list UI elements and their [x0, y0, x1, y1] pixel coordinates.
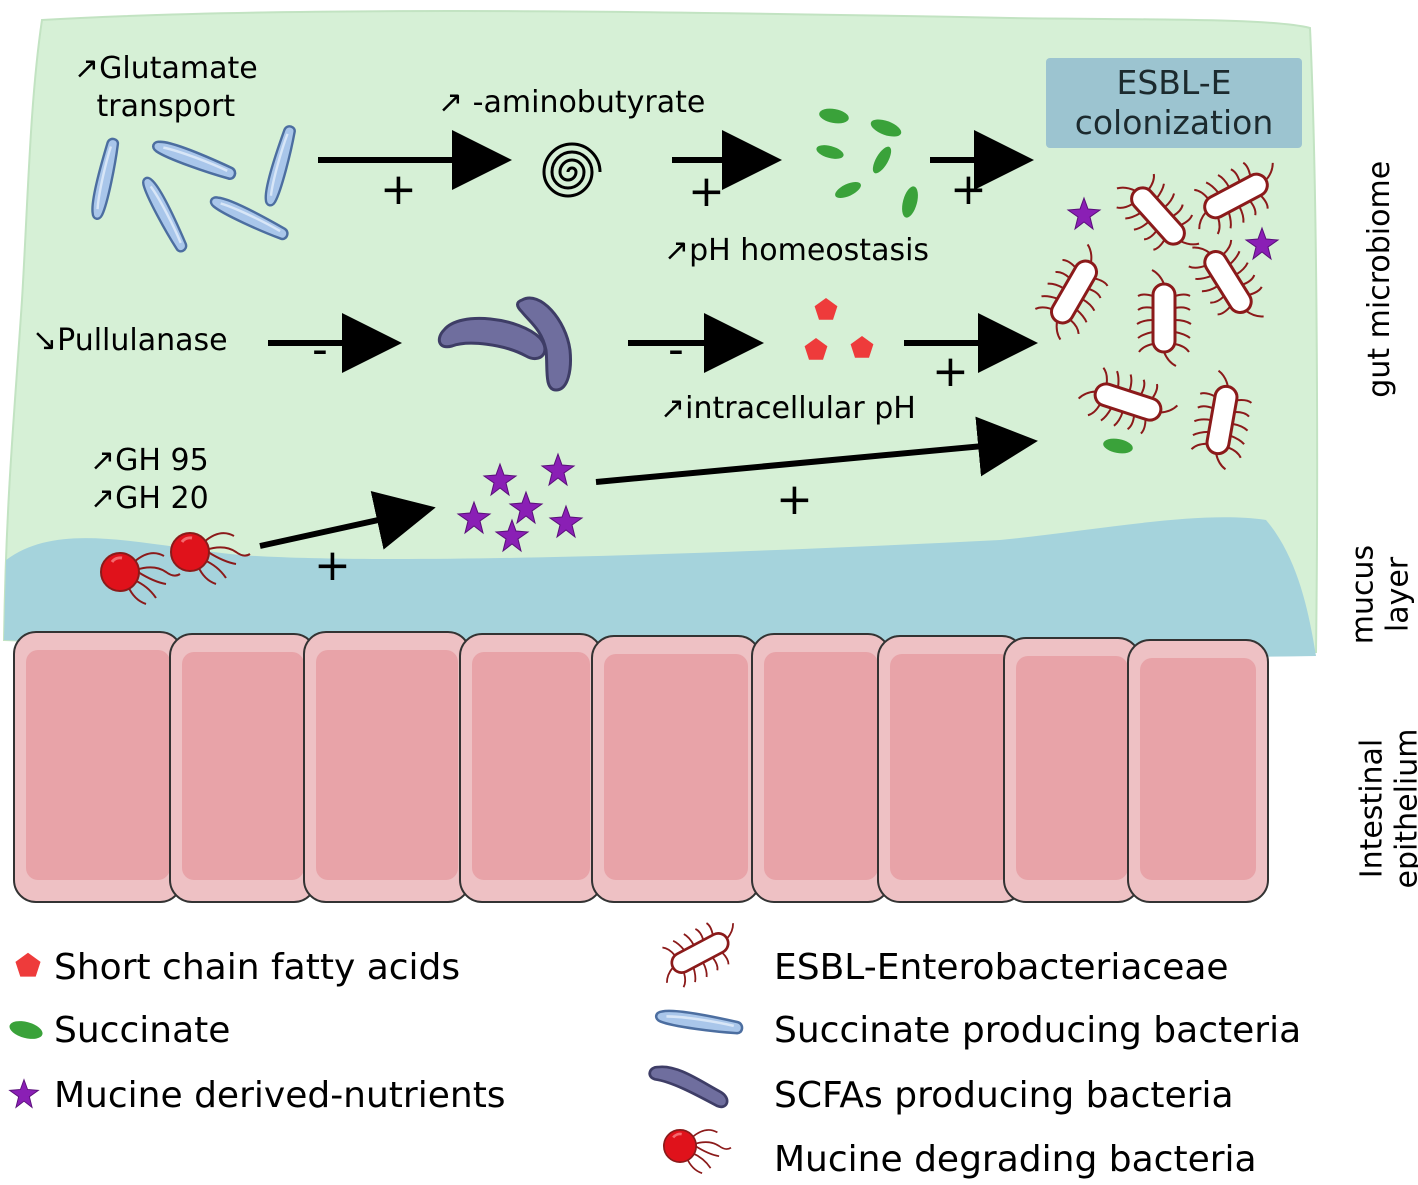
mucus-layer-side-label: mucus layer — [1345, 540, 1416, 650]
gh95-label: ↗GH 95 — [90, 443, 209, 478]
epithelium-side-label: Intestinal epithelium — [1354, 719, 1418, 899]
legend-succinate-label: Succinate — [54, 1010, 231, 1051]
sign-scfa-esbl: + — [932, 346, 969, 397]
epithelium-line1: Intestinal — [1354, 738, 1390, 879]
sign-degrader-nutrients: + — [314, 540, 351, 591]
glutamate-line1: ↗Glutamate — [74, 51, 258, 86]
succinate-cluster — [816, 108, 918, 218]
ph-homeostasis-label: ↗pH homeostasis — [664, 233, 930, 268]
gh20-label: ↗GH 20 — [90, 481, 209, 516]
arrow-degrader-nutrients — [259, 490, 436, 550]
legend-succinate-bacteria-label: Succinate producing bacteria — [774, 1010, 1302, 1051]
arrows — [259, 130, 1038, 550]
gut-microbiome-side-label: gut microbiome — [1361, 160, 1397, 398]
sign-scfa-bacteria: - — [668, 324, 684, 375]
esbl-box-line1: ESBL-E — [1116, 63, 1232, 102]
glutamate-transport-label: ↗Glutamate transport — [74, 50, 258, 126]
succinate-bacterium-icon — [653, 1006, 745, 1037]
sign-gaba-succinate: + — [688, 166, 725, 217]
sign-succinate-esbl: + — [950, 164, 987, 215]
intestinal-epithelium — [13, 631, 1269, 903]
gaba-spiral-icon — [542, 142, 602, 198]
scfa-bacterium-icon — [644, 1061, 734, 1110]
legend-icons — [9, 909, 751, 1175]
sign-glutamate-gaba: + — [380, 164, 417, 215]
esbl-bacterium-icon — [649, 909, 751, 997]
mucus-line2: layer — [1380, 556, 1415, 633]
mucus-layer — [4, 517, 1316, 659]
esbl-box-line2: colonization — [1074, 103, 1274, 142]
gh-label: ↗GH 95 ↗GH 20 — [90, 442, 209, 518]
mucine-degrader-icon — [662, 1128, 733, 1175]
arrow-nutrients-esbl — [595, 416, 1038, 485]
pentagon-icon — [15, 952, 41, 977]
mucus-line1: mucus — [1345, 544, 1381, 645]
scfa-bacteria-cluster — [437, 296, 572, 392]
epithelium-line2: epithelium — [1389, 728, 1418, 889]
gaba-label: ↗ -aminobutyrate — [438, 85, 706, 120]
sign-pullulanase: - — [312, 324, 328, 375]
star-icon — [9, 1079, 39, 1108]
pullulanase-label: ↘Pullulanase — [32, 323, 228, 358]
legend-mucine-nutrients-label: Mucine derived-nutrients — [54, 1075, 506, 1116]
glutamate-line2: transport — [96, 89, 236, 124]
legend-mucine-degrader-label: Mucine degrading bacteria — [774, 1139, 1257, 1180]
esbl-colonization-box: ESBL-E colonization — [1046, 58, 1302, 148]
succinate-oval-icon — [9, 1021, 43, 1039]
sign-nutrients-esbl: + — [776, 474, 813, 525]
esbl-bacteria-cluster — [1025, 148, 1293, 474]
legend-esbl-label: ESBL-Enterobacteriaceae — [774, 947, 1229, 988]
intracellular-ph-label: ↗intracellular pH — [660, 391, 916, 426]
legend-scfa-label: Short chain fatty acids — [54, 947, 461, 988]
legend-scfa-bacteria-label: SCFAs producing bacteria — [774, 1075, 1234, 1116]
